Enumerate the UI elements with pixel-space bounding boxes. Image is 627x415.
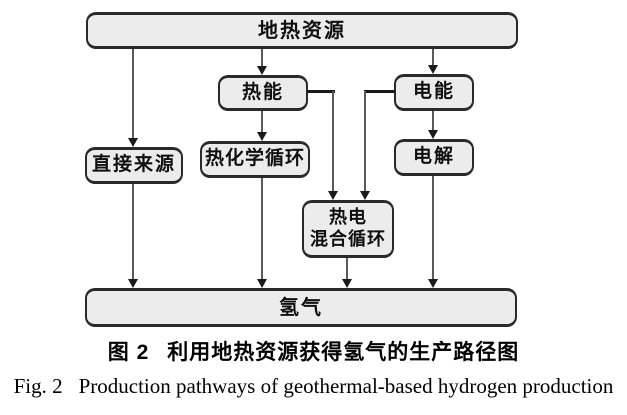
node-hybrid-cycle: 热电 混合循环 — [302, 200, 394, 258]
connector-geothermal-thermal-arrow — [257, 66, 267, 75]
node-thermochemical-cycle: 热化学循环 — [200, 141, 310, 178]
connector-electric-hybrid-hseg — [364, 90, 395, 93]
figure-caption-chinese: 图 2 利用地热资源获得氢气的生产路径图 — [0, 336, 627, 366]
node-thermal-energy-label: 热能 — [241, 81, 284, 103]
figure-caption-english-text: Production pathways of geothermal-based … — [78, 374, 614, 398]
connector-thermal-thermochem-arrow — [257, 132, 267, 141]
node-geothermal-resources: 地热资源 — [86, 12, 518, 49]
connector-geothermal-direct-line — [132, 49, 134, 139]
connector-hybrid-hydrogen-line — [346, 258, 348, 280]
connector-thermal-hybrid-hseg — [307, 90, 335, 93]
node-hydrogen-label: 氢气 — [279, 296, 323, 319]
connector-electric-electrolysis-arrow — [428, 130, 438, 139]
connector-thermal-thermochem-line — [261, 111, 263, 133]
figure-caption-chinese-text: 利用地热资源获得氢气的生产路径图 — [167, 341, 520, 364]
connector-thermochem-hydrogen-line — [261, 178, 263, 280]
node-hybrid-cycle-label-line2: 混合循环 — [310, 229, 386, 249]
node-direct-source: 直接来源 — [85, 147, 183, 184]
connector-thermochem-hydrogen-arrow — [257, 279, 267, 288]
node-electric-energy-label: 电能 — [412, 81, 455, 103]
connector-hybrid-hydrogen-arrow — [342, 279, 352, 288]
connector-electric-hybrid-line — [364, 91, 366, 192]
node-electric-energy: 电能 — [394, 74, 474, 111]
node-direct-source-label: 直接来源 — [91, 154, 176, 176]
connector-geothermal-electric-line — [432, 49, 434, 66]
node-geothermal-resources-label: 地热资源 — [258, 19, 346, 42]
node-electrolysis: 电解 — [394, 139, 474, 176]
connector-electric-hybrid-arrow — [360, 191, 370, 200]
node-hybrid-cycle-label-line1: 热电 — [329, 207, 367, 228]
node-electrolysis-label: 电解 — [412, 146, 455, 168]
connector-geothermal-thermal-line — [261, 49, 263, 67]
connector-electrolysis-hydrogen-line — [432, 176, 434, 280]
node-thermochemical-cycle-label: 热化学循环 — [204, 148, 305, 170]
node-thermal-energy: 热能 — [218, 75, 308, 111]
connector-direct-hydrogen-line — [132, 184, 134, 280]
connector-electric-electrolysis-line — [432, 111, 434, 131]
connector-geothermal-electric-arrow — [428, 65, 438, 74]
connector-thermal-hybrid-arrow — [328, 191, 338, 200]
node-hydrogen: 氢气 — [85, 288, 517, 327]
connector-direct-hydrogen-arrow — [128, 279, 138, 288]
connector-electrolysis-hydrogen-arrow — [428, 279, 438, 288]
connector-thermal-hybrid-line — [332, 91, 334, 192]
figure-caption-english: Fig. 2 Production pathways of geothermal-… — [0, 374, 627, 399]
figure-caption-english-number: Fig. 2 — [13, 374, 63, 398]
connector-geothermal-direct-arrow — [128, 138, 138, 147]
figure-caption-chinese-number: 图 2 — [107, 341, 150, 364]
